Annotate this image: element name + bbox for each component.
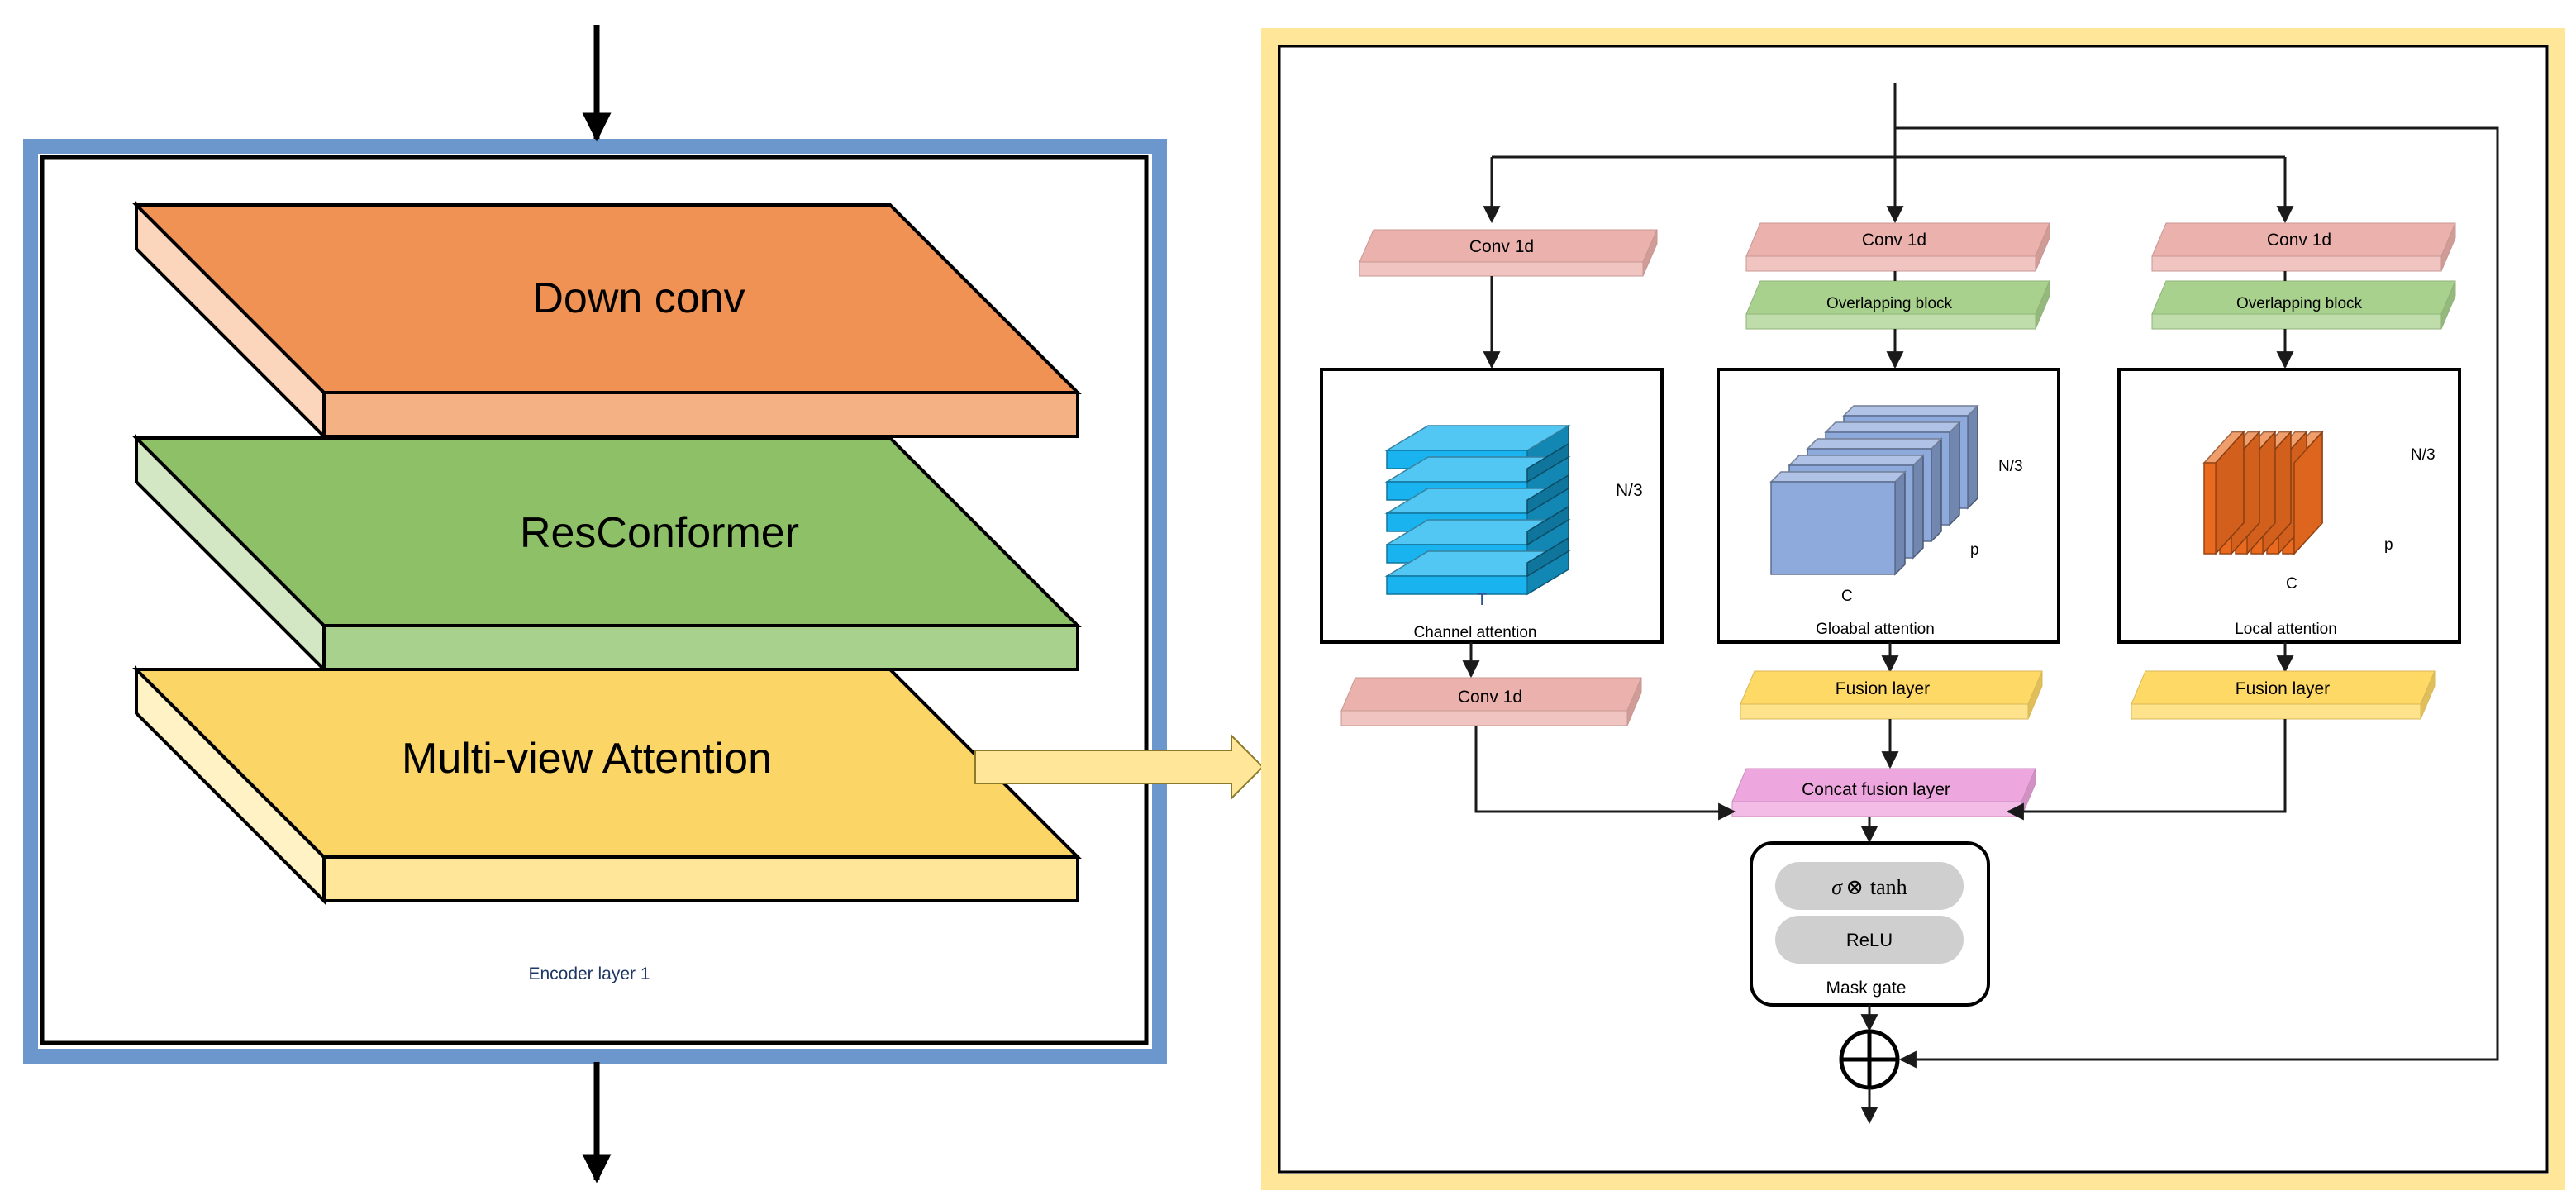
layer-multiview-attention: Multi-view Attention — [132, 665, 1082, 905]
local-fusion-label: Fusion layer — [2236, 679, 2330, 698]
local-dim-c: C — [2286, 575, 2297, 593]
global-sheet-side — [1931, 437, 1942, 543]
layer-resconformer-front — [322, 624, 1079, 671]
local-conv-top: Conv 1d — [2151, 222, 2456, 272]
local-fusion: Fusion layer — [2131, 670, 2436, 720]
global-overlap-edge — [1745, 313, 2036, 330]
global-conv-top-label: Conv 1d — [1862, 231, 1926, 250]
global-conv-top: Conv 1d — [1745, 222, 2050, 272]
global-dim-c: C — [1841, 588, 1853, 605]
mask-gate-formula: σ⊗tanh — [1831, 875, 1907, 899]
local-fusion-edge — [2131, 703, 2421, 720]
encoder-caption: Encoder layer 1 — [528, 964, 650, 983]
global-overlap-side — [2035, 280, 2050, 330]
channel-slab-stack — [1384, 424, 1571, 596]
layer-resconformer-label: ResConformer — [520, 509, 799, 557]
global-dim-p: p — [1970, 541, 1979, 559]
global-fusion-side — [2027, 670, 2043, 720]
global-overlap-label: Overlapping block — [1826, 295, 1953, 312]
layer-down-conv-front — [322, 391, 1079, 438]
layer-down-conv: Down conv — [132, 201, 1082, 440]
mask-gate: σ⊗tanh ReLU Mask gate — [1750, 841, 1990, 1007]
channel-to-concat-arrow — [1474, 726, 1736, 821]
channel-conv-bottom-side — [1626, 677, 1642, 726]
channel-conv-bottom-edge — [1340, 710, 1628, 726]
local-dim-depth: N/3 — [2411, 446, 2436, 464]
local-sheet-front — [2203, 462, 2217, 555]
otimes-symbol: ⊗ — [1845, 875, 1864, 899]
layer-down-conv-label: Down conv — [532, 274, 745, 322]
channel-conv-top-side — [1642, 229, 1658, 277]
global-sheet-top — [1806, 438, 1943, 450]
channel-dim-depth: N/3 — [1616, 481, 1643, 500]
layer-multiview-label: Multi-view Attention — [402, 735, 772, 783]
concat-fusion: Concat fusion layer — [1731, 768, 2036, 817]
global-attention-label: Gloabal attention — [1816, 621, 1935, 638]
global-sheet-side — [1967, 404, 1978, 510]
channel-conv-top-label: Conv 1d — [1469, 237, 1534, 256]
residual-line — [1895, 126, 2499, 1061]
channel-conv-top-edge — [1359, 261, 1644, 277]
channel-slab-gap — [1526, 474, 1569, 515]
mask-gate-label: Mask gate — [1826, 979, 1907, 998]
global-sheet-top — [1824, 421, 1961, 433]
channel-slab-gap — [1526, 505, 1569, 546]
local-conv-top-side — [2440, 222, 2456, 272]
global-sheet-top — [1769, 471, 1907, 483]
global-conv-top-side — [2035, 222, 2050, 272]
layer-resconformer: ResConformer — [132, 434, 1082, 674]
global-sheet-side — [1912, 454, 1924, 560]
local-overlap: Overlapping block — [2151, 280, 2456, 330]
local-overlap-side — [2440, 280, 2456, 330]
global-dim-depth: N/3 — [1998, 458, 2023, 475]
local-overlap-edge — [2151, 313, 2442, 330]
sigma-symbol: σ — [1831, 875, 1843, 899]
global-fusion-label: Fusion layer — [1836, 679, 1930, 698]
multiview-detail-panel: Conv 1d Conv 1d Overlapping block Conv 1… — [1261, 28, 2565, 1190]
local-attention-label: Local attention — [2235, 621, 2337, 638]
layer-multiview-top — [132, 668, 1082, 859]
mask-gate-relu: ReLU — [1846, 930, 1893, 950]
global-sheet-stack — [1769, 404, 1979, 576]
global-sheet-front — [1770, 481, 1896, 575]
detail-connector-arrow — [974, 733, 1264, 801]
channel-slab-gap — [1526, 536, 1569, 578]
channel-attention-label: Channel attention — [1414, 624, 1537, 641]
channel-conv-bottom: Conv 1d — [1340, 677, 1642, 726]
local-dim-p: p — [2384, 536, 2393, 554]
channel-dim-len: T — [1477, 591, 1487, 609]
channel-slab-front — [1386, 575, 1528, 595]
mask-gate-pill-relu — [1775, 916, 1964, 964]
local-conv-top-edge — [2151, 255, 2442, 272]
local-conv-top-label: Conv 1d — [2267, 231, 2331, 250]
global-overlap: Overlapping block — [1745, 280, 2050, 330]
channel-conv-top: Conv 1d — [1359, 229, 1658, 277]
local-fusion-side — [2420, 670, 2436, 720]
global-fusion-edge — [1740, 703, 2029, 720]
global-fusion: Fusion layer — [1740, 670, 2043, 720]
mask-gate-pill-tanh — [1775, 862, 1964, 910]
sum-node — [1839, 1029, 1900, 1090]
encoder-panel: Down conv ResConformer Multi-view Attent… — [23, 25, 1167, 1183]
layer-multiview-front — [322, 855, 1079, 902]
channel-slab-gap — [1526, 442, 1569, 483]
concat-fusion-label: Concat fusion layer — [1802, 780, 1950, 799]
tanh-text: tanh — [1870, 875, 1907, 899]
local-sheet-back — [2293, 431, 2323, 555]
local-to-concat-arrow — [2006, 719, 2287, 821]
global-sheet-side — [1894, 470, 1906, 576]
concat-fusion-edge — [1731, 801, 2022, 817]
local-sheet-stack — [2202, 430, 2324, 555]
global-sheet-top — [1788, 455, 1925, 466]
input-split-lines — [1483, 83, 2499, 1069]
global-conv-top-edge — [1745, 255, 2036, 272]
local-overlap-label: Overlapping block — [2236, 295, 2363, 312]
channel-conv-bottom-label: Conv 1d — [1458, 688, 1522, 707]
layer-resconformer-top — [132, 436, 1082, 627]
global-sheet-side — [1949, 421, 1960, 526]
global-sheet-top — [1842, 405, 1979, 417]
layer-down-conv-top — [132, 203, 1082, 394]
